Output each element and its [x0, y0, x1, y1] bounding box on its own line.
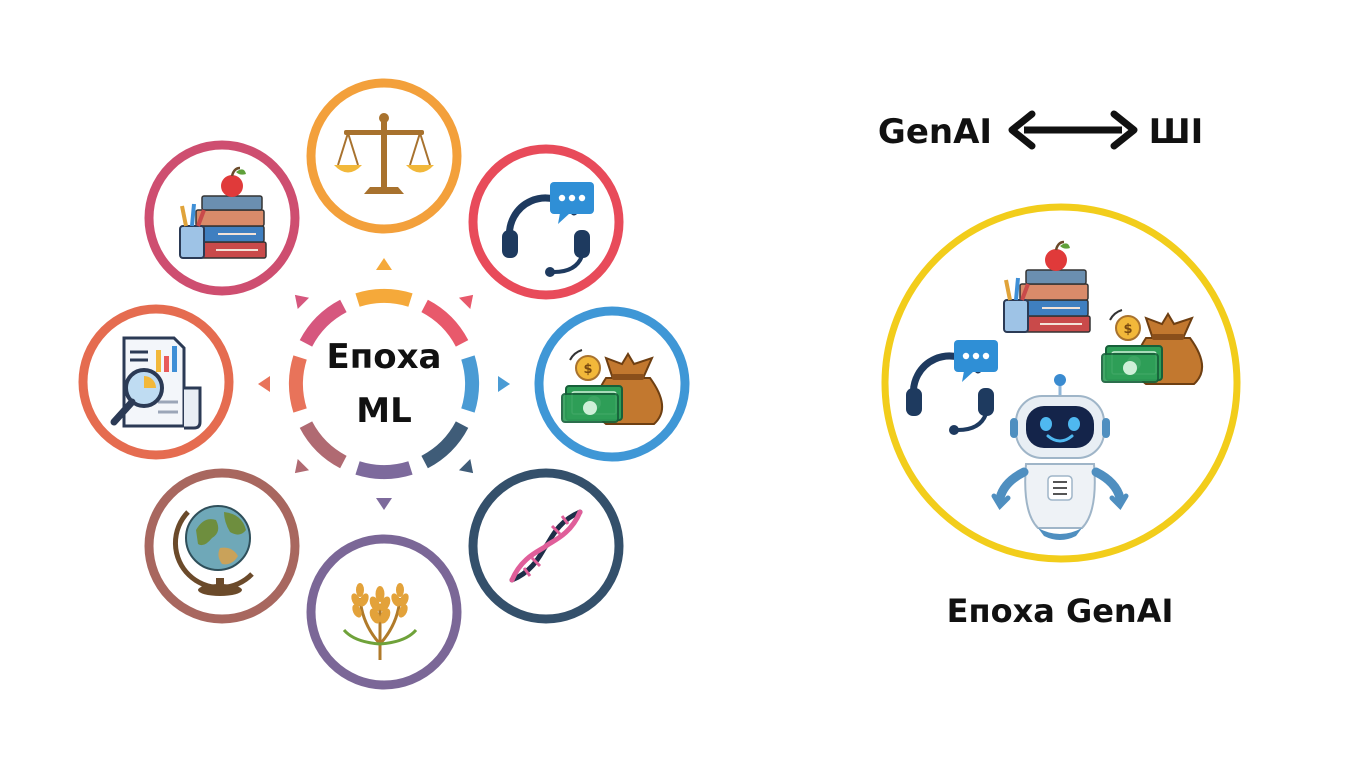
- center-ring: [289, 289, 479, 479]
- ring-arrowhead: [294, 458, 310, 474]
- double-arrow-icon: [1008, 110, 1138, 150]
- ml-era-diagram: Епоха ML: [78, 78, 690, 690]
- domain-node-justice: [306, 78, 462, 234]
- domain-node-analytics: [78, 304, 234, 460]
- money-bag-icon: [561, 349, 664, 425]
- domain-node-customer-support: [468, 144, 624, 300]
- ring-segment: [421, 421, 469, 469]
- ring-arrowheads: [258, 258, 510, 510]
- ring-segment: [289, 355, 307, 413]
- ring-arrowhead: [258, 376, 270, 392]
- ring-segment: [299, 421, 347, 469]
- domain-node-geography: [144, 468, 300, 624]
- ring-segment: [461, 355, 479, 413]
- money-bag-icon: [1101, 309, 1204, 385]
- ring-segment: [355, 289, 413, 307]
- ring-arrowhead: [458, 458, 474, 474]
- ring-arrowhead: [376, 258, 392, 270]
- ring-arrowhead: [498, 376, 510, 392]
- ring-arrowhead: [458, 294, 474, 310]
- relation-left-label: GenAI: [878, 112, 992, 152]
- genai-era-circle: [881, 203, 1241, 563]
- ml-title-line2: ML: [356, 391, 412, 431]
- ring-arrowhead: [294, 294, 310, 310]
- relation-header: GenAI ШІ: [878, 110, 1204, 152]
- relation-right-label: ШІ: [1149, 112, 1204, 152]
- ring-segment: [421, 299, 469, 347]
- genai-caption: Епоха GenAI: [947, 592, 1174, 630]
- domain-node-finance: [534, 306, 690, 462]
- domain-nodes: [78, 78, 690, 690]
- domain-node-genetics: [468, 468, 624, 624]
- domain-node-agriculture: [306, 534, 462, 690]
- domain-node-education: [144, 140, 300, 296]
- ring-segment: [355, 461, 413, 479]
- ring-arrowhead: [376, 498, 392, 510]
- ml-title-line1: Епоха: [327, 337, 442, 377]
- ring-segment: [299, 299, 347, 347]
